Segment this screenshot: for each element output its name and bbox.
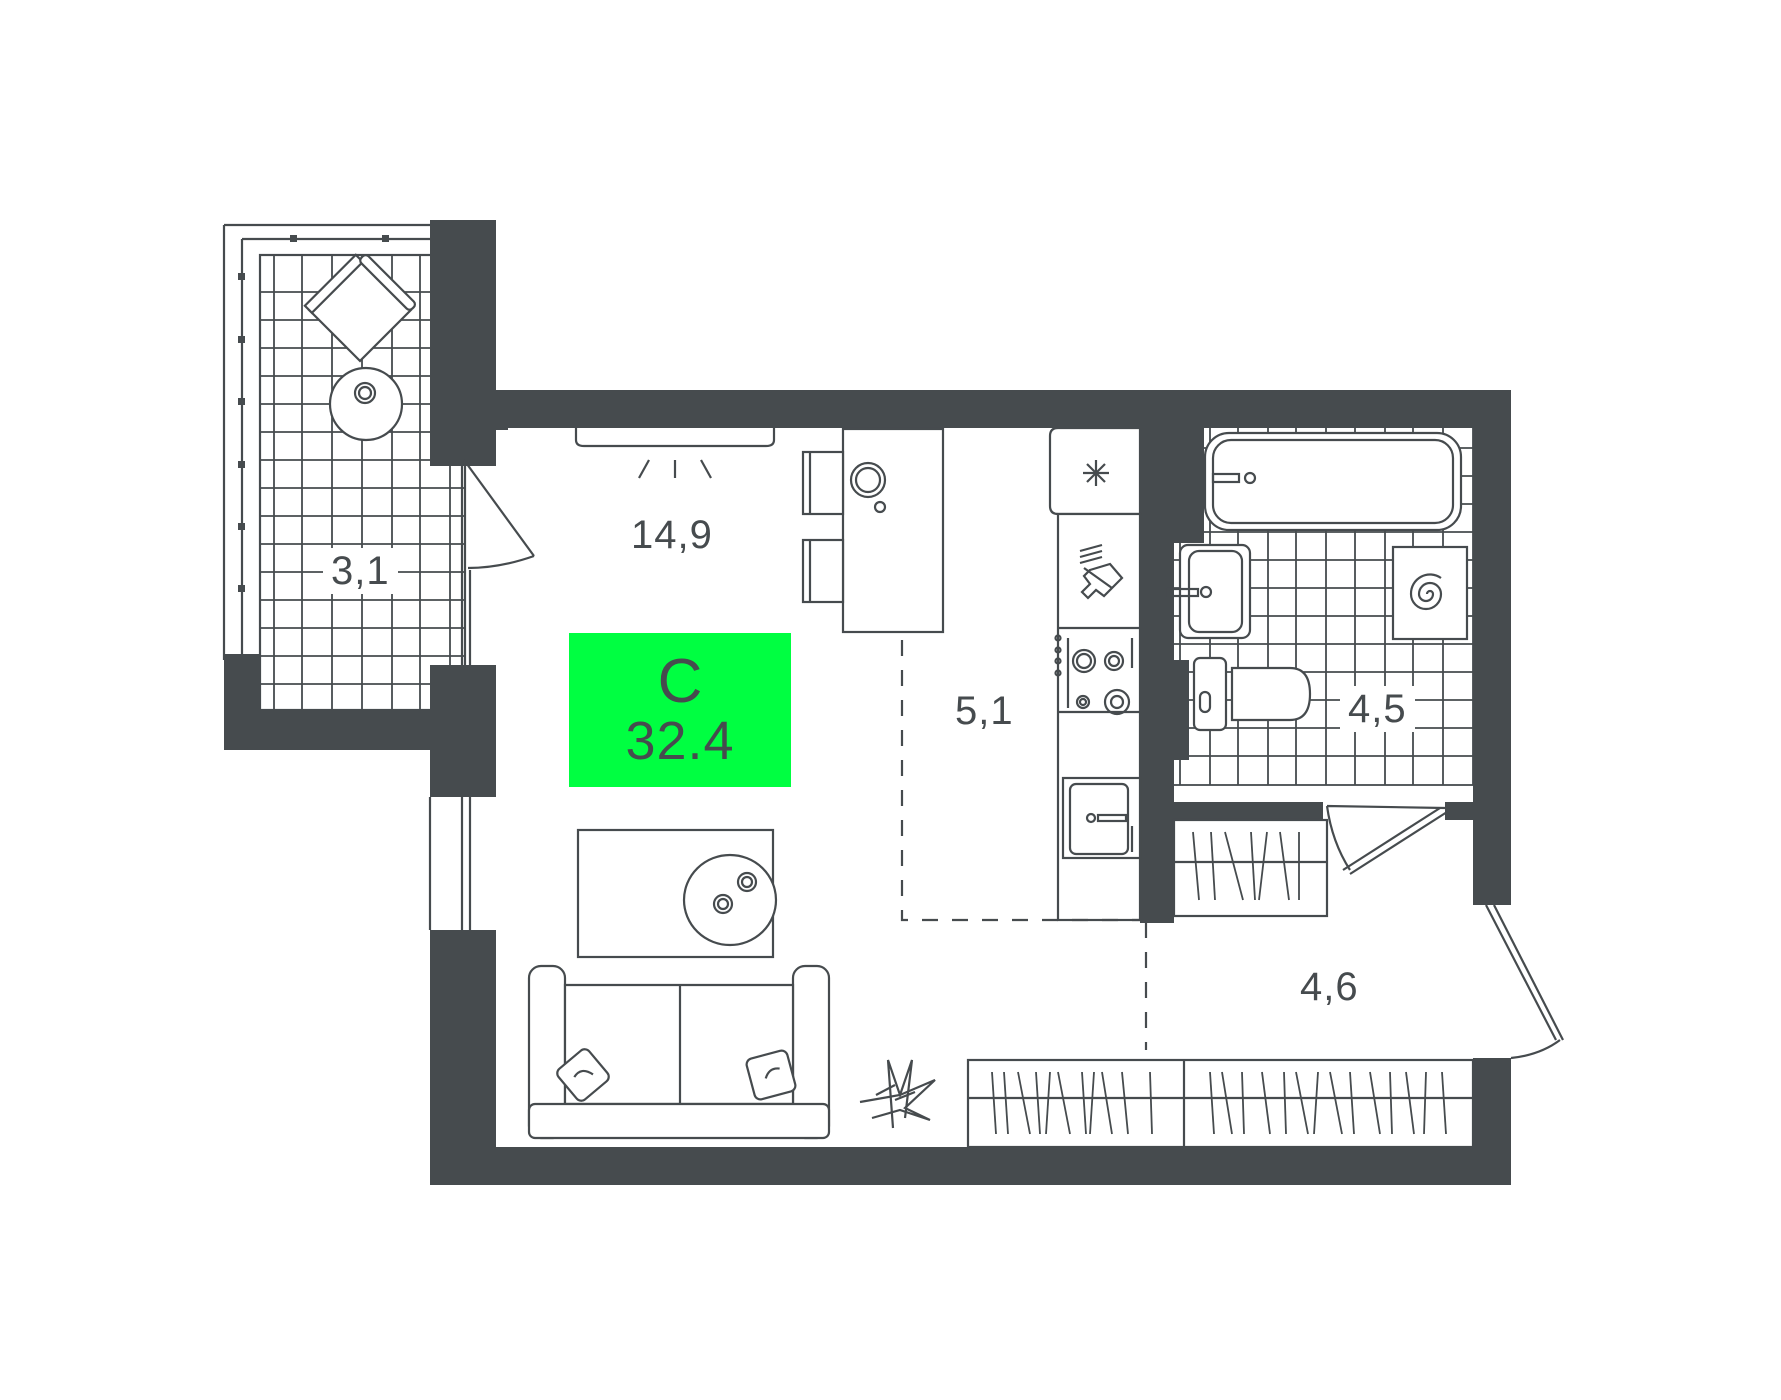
cutting-board-icon xyxy=(1079,543,1124,600)
room-area-living: 14,9 xyxy=(631,513,713,557)
toilet-icon xyxy=(1192,656,1312,732)
dining-table-icon xyxy=(841,427,945,634)
bathroom-door-icon[interactable] xyxy=(1325,804,1448,875)
wardrobe-icon xyxy=(966,1058,1475,1149)
air-conditioner-icon xyxy=(574,428,776,479)
fridge-icon xyxy=(1048,426,1142,516)
room-area-hallway: 4,6 xyxy=(1300,965,1359,1009)
apartment-badge: С 32.4 xyxy=(569,633,791,787)
room-area-bathroom: 4,5 xyxy=(1340,686,1415,732)
wardrobe-icon xyxy=(1172,818,1329,918)
chair-icon xyxy=(801,450,845,604)
stove-icon xyxy=(1054,634,1134,716)
washing-machine-icon xyxy=(1391,545,1469,641)
entrance-door-icon[interactable] xyxy=(1485,904,1564,1060)
room-area-kitchen: 5,1 xyxy=(955,689,1014,733)
window-icon xyxy=(428,466,472,930)
apartment-type-label: С xyxy=(657,647,703,716)
kitchen-sink-icon xyxy=(1061,776,1142,860)
coffee-table-icon xyxy=(576,828,778,959)
kitchen-zone-boundary xyxy=(900,640,1140,922)
walls xyxy=(224,220,1511,1185)
plant-icon xyxy=(859,1059,936,1129)
round-table-icon xyxy=(328,366,404,442)
washbasin-icon xyxy=(1166,543,1252,640)
door-icon[interactable] xyxy=(463,459,535,570)
armchair-icon xyxy=(303,253,417,363)
room-area-balcony: 3,1 xyxy=(323,548,398,594)
total-area-label: 32.4 xyxy=(625,711,735,771)
bathtub-icon xyxy=(1203,431,1463,532)
sofa-icon xyxy=(527,964,831,1140)
